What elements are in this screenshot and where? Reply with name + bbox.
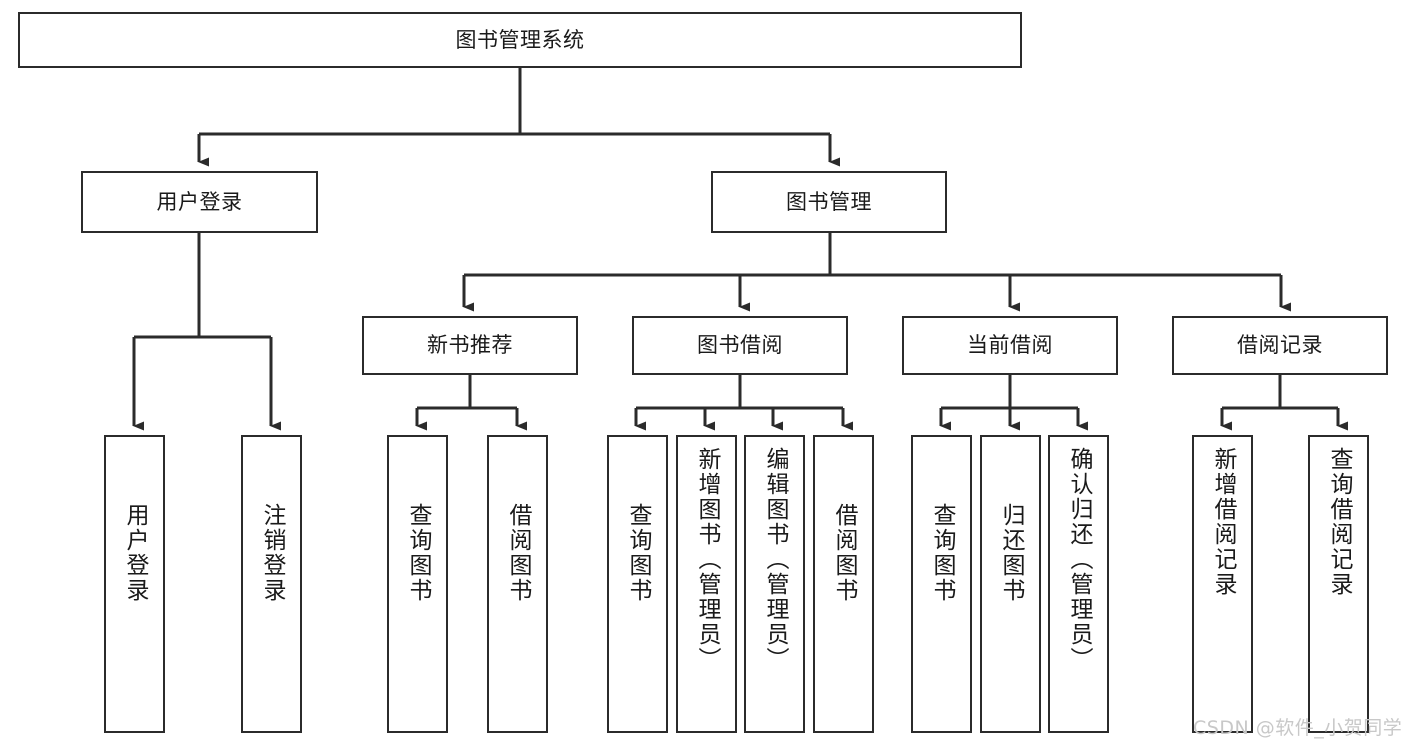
- node-borrow-record[interactable]: 借阅记录: [1172, 316, 1388, 375]
- node-book-manage-label: 图书管理: [786, 189, 872, 214]
- node-user-login[interactable]: 用户登录: [81, 171, 318, 233]
- node-leaf-confirm-return[interactable]: 确认归还（管理员）: [1048, 435, 1109, 733]
- node-leaf-query-book-2[interactable]: 查询图书: [607, 435, 668, 733]
- node-leaf-borrow-book-1[interactable]: 借阅图书: [487, 435, 548, 733]
- node-leaf-query-record[interactable]: 查询借阅记录: [1308, 435, 1369, 733]
- node-leaf-user-login-label: 用户登录: [122, 503, 148, 603]
- node-leaf-edit-book[interactable]: 编辑图书（管理员）: [744, 435, 805, 733]
- node-leaf-return-book-label: 归还图书: [998, 503, 1024, 603]
- node-book-borrow-label: 图书借阅: [697, 333, 783, 358]
- node-book-borrow[interactable]: 图书借阅: [632, 316, 848, 375]
- node-leaf-borrow-book-2-label: 借阅图书: [831, 503, 857, 603]
- node-leaf-query-book-1-label: 查询图书: [405, 503, 431, 603]
- node-current-borrow[interactable]: 当前借阅: [902, 316, 1118, 375]
- node-root-label: 图书管理系统: [455, 27, 585, 52]
- node-leaf-confirm-return-label: 确认归还（管理员）: [1066, 447, 1092, 672]
- node-leaf-borrow-book-1-label: 借阅图书: [505, 503, 531, 603]
- node-leaf-query-book-3[interactable]: 查询图书: [911, 435, 972, 733]
- node-root[interactable]: 图书管理系统: [18, 12, 1022, 68]
- node-leaf-return-book[interactable]: 归还图书: [980, 435, 1041, 733]
- node-leaf-add-record-label: 新增借阅记录: [1210, 447, 1236, 597]
- csdn-watermark: CSDN @软件_小贺同学: [1193, 717, 1403, 739]
- node-book-manage[interactable]: 图书管理: [711, 171, 947, 233]
- node-borrow-record-label: 借阅记录: [1237, 333, 1323, 358]
- node-current-borrow-label: 当前借阅: [967, 333, 1053, 358]
- node-user-login-label: 用户登录: [156, 189, 243, 214]
- node-new-book-rec-label: 新书推荐: [427, 333, 513, 358]
- node-leaf-query-record-label: 查询借阅记录: [1326, 447, 1352, 597]
- node-leaf-logout-label: 注销登录: [259, 503, 285, 603]
- node-leaf-edit-book-label: 编辑图书（管理员）: [762, 447, 788, 672]
- node-leaf-add-book-label: 新增图书（管理员）: [694, 447, 720, 672]
- node-leaf-user-login[interactable]: 用户登录: [104, 435, 165, 733]
- node-leaf-borrow-book-2[interactable]: 借阅图书: [813, 435, 874, 733]
- node-leaf-query-book-1[interactable]: 查询图书: [387, 435, 448, 733]
- node-new-book-rec[interactable]: 新书推荐: [362, 316, 578, 375]
- node-leaf-add-book[interactable]: 新增图书（管理员）: [676, 435, 737, 733]
- node-leaf-query-book-3-label: 查询图书: [929, 503, 955, 603]
- node-leaf-query-book-2-label: 查询图书: [625, 503, 651, 603]
- node-leaf-logout[interactable]: 注销登录: [241, 435, 302, 733]
- node-leaf-add-record[interactable]: 新增借阅记录: [1192, 435, 1253, 733]
